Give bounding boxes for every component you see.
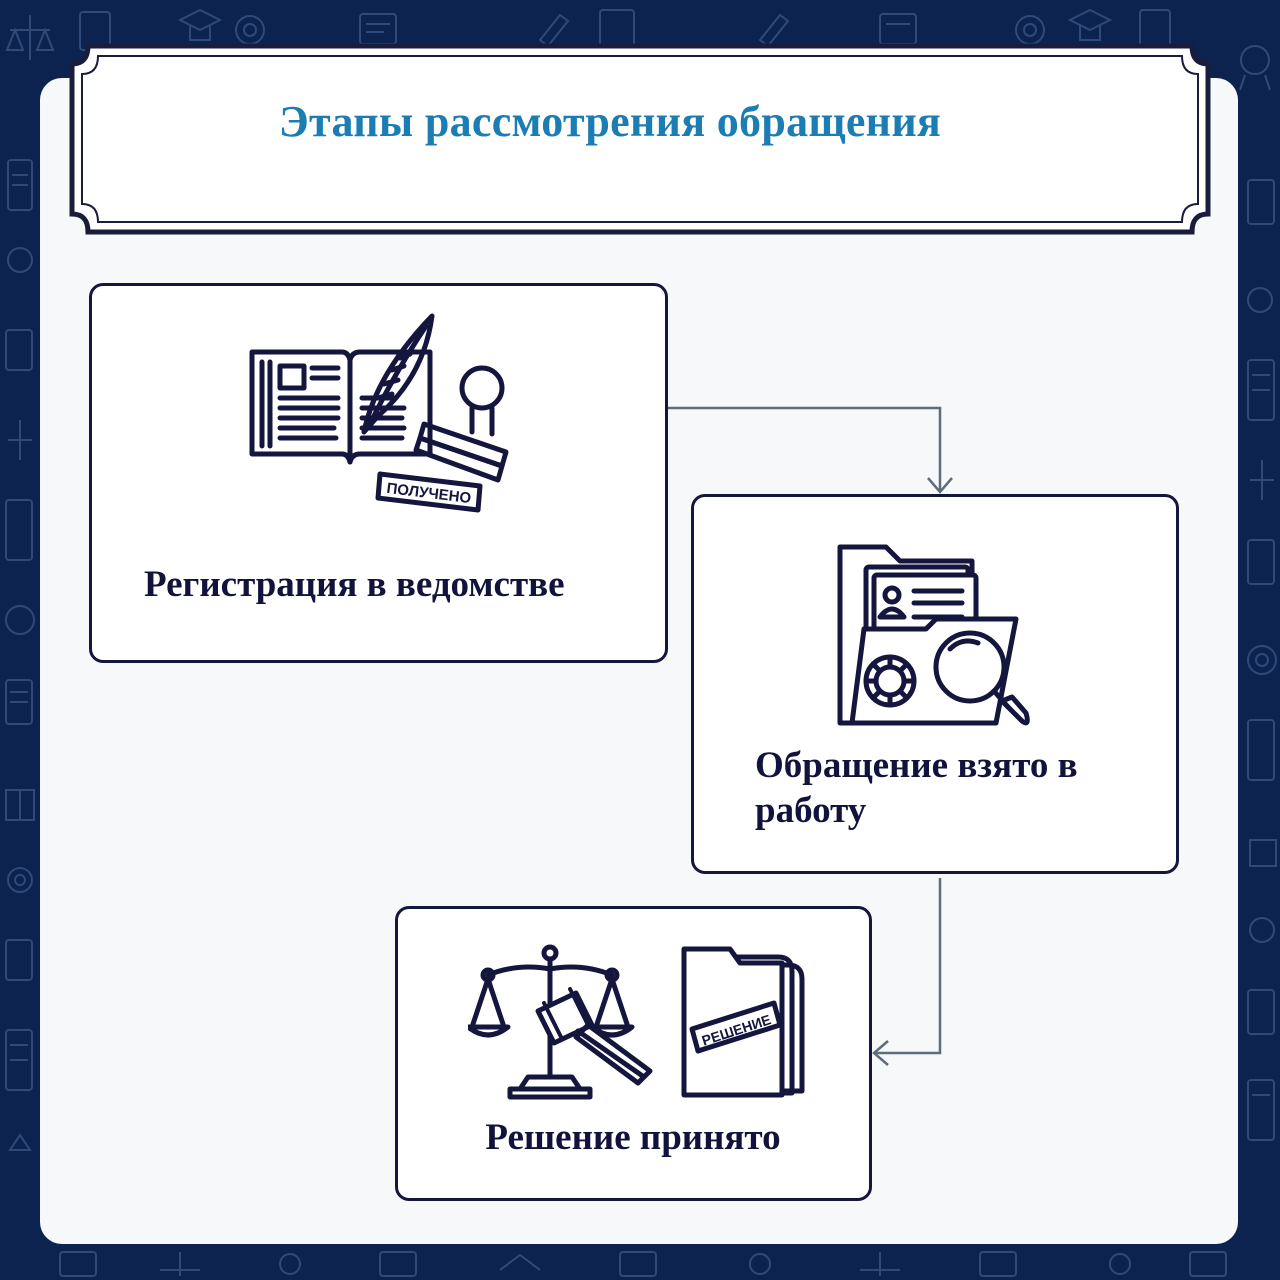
scales-gavel-icon bbox=[468, 944, 653, 1100]
step-card-decision: РЕШЕНИЕ Решение принято bbox=[395, 906, 872, 1201]
decision-folder-icon: РЕШЕНИЕ bbox=[681, 946, 805, 1098]
step-label-in-progress: Обращение взято в работу bbox=[755, 745, 1078, 831]
page-title: Этапы рассмотрения обращения bbox=[278, 97, 942, 146]
folder-search-gear-icon bbox=[837, 544, 1030, 726]
step-label-registration: Регистрация в ведомстве bbox=[144, 564, 565, 605]
registry-book-stamp-icon: ПОЛУЧЕНО bbox=[249, 313, 509, 513]
step-card-in-progress: Обращение взято в работу bbox=[691, 494, 1179, 874]
step-label-decision: Решение принято bbox=[485, 1117, 781, 1158]
title-frame bbox=[69, 43, 1211, 235]
step-card-registration: ПОЛУЧЕНО Регистрация в ведомстве bbox=[89, 283, 668, 663]
